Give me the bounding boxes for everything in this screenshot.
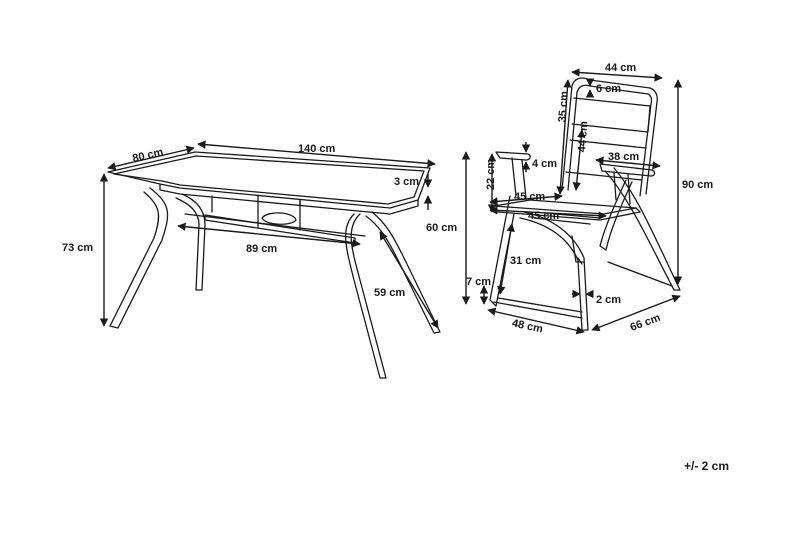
table-drawing: 80 cm 140 cm 3 cm 73 cm 89 cm 59 cm [62,140,441,379]
chair-drawing: 44 cm 6 cm 35 cm 44 cm 4 cm 38 cm 22 cm … [426,62,713,336]
table-leg-back-left [175,193,206,291]
chair-back-width-label: 44 cm [605,62,636,74]
table-height-label: 73 cm [62,242,93,254]
chair-back-upper-label: 35 cm [557,91,571,123]
chair-armrest-right [599,163,656,177]
chair-armrest-length-label: 38 cm [608,151,639,163]
table-length-label: 140 cm [298,143,336,155]
table-inner-width-label: 89 cm [246,243,277,255]
chair-base-depth-label: 66 cm [629,312,663,334]
tolerance-note: +/- 2 cm [684,459,729,473]
chair-foot-width-label: 2 cm [596,294,621,306]
chair-seat-depth-bottom-label: 45 cm [528,210,559,222]
table-depth-label: 80 cm [131,146,164,165]
chair-back-lower-label: 44 cm [576,121,590,153]
table-leg-front-left [109,187,169,329]
chair-back-top-label: 6 cm [596,83,621,95]
chair-back-fabric [571,97,651,133]
chair-leg-back-left [519,211,589,331]
chair-foot-height-label: 7 cm [466,276,491,288]
chair-total-height-label: 90 cm [682,179,713,191]
table-leg-label: 59 cm [374,287,405,299]
chair-leg-back-right [599,179,633,251]
table-thickness-label: 3 cm [394,176,419,188]
chair-leg-front-right [605,167,681,291]
table-leg-back-right [365,211,441,334]
table-umbrella-ring [261,212,297,225]
chair-seat-height-label: 60 cm [426,222,457,234]
chair-armrest-drop-label: 4 cm [532,158,557,170]
chair-armrest-left [495,151,531,161]
chair-seat-depth-top-label: 45 cm [514,191,545,203]
chair-armrest-height-label: 22 cm [485,159,497,190]
chair-leg-height-label: 31 cm [510,255,541,267]
chair-base-width-label: 48 cm [511,317,544,335]
